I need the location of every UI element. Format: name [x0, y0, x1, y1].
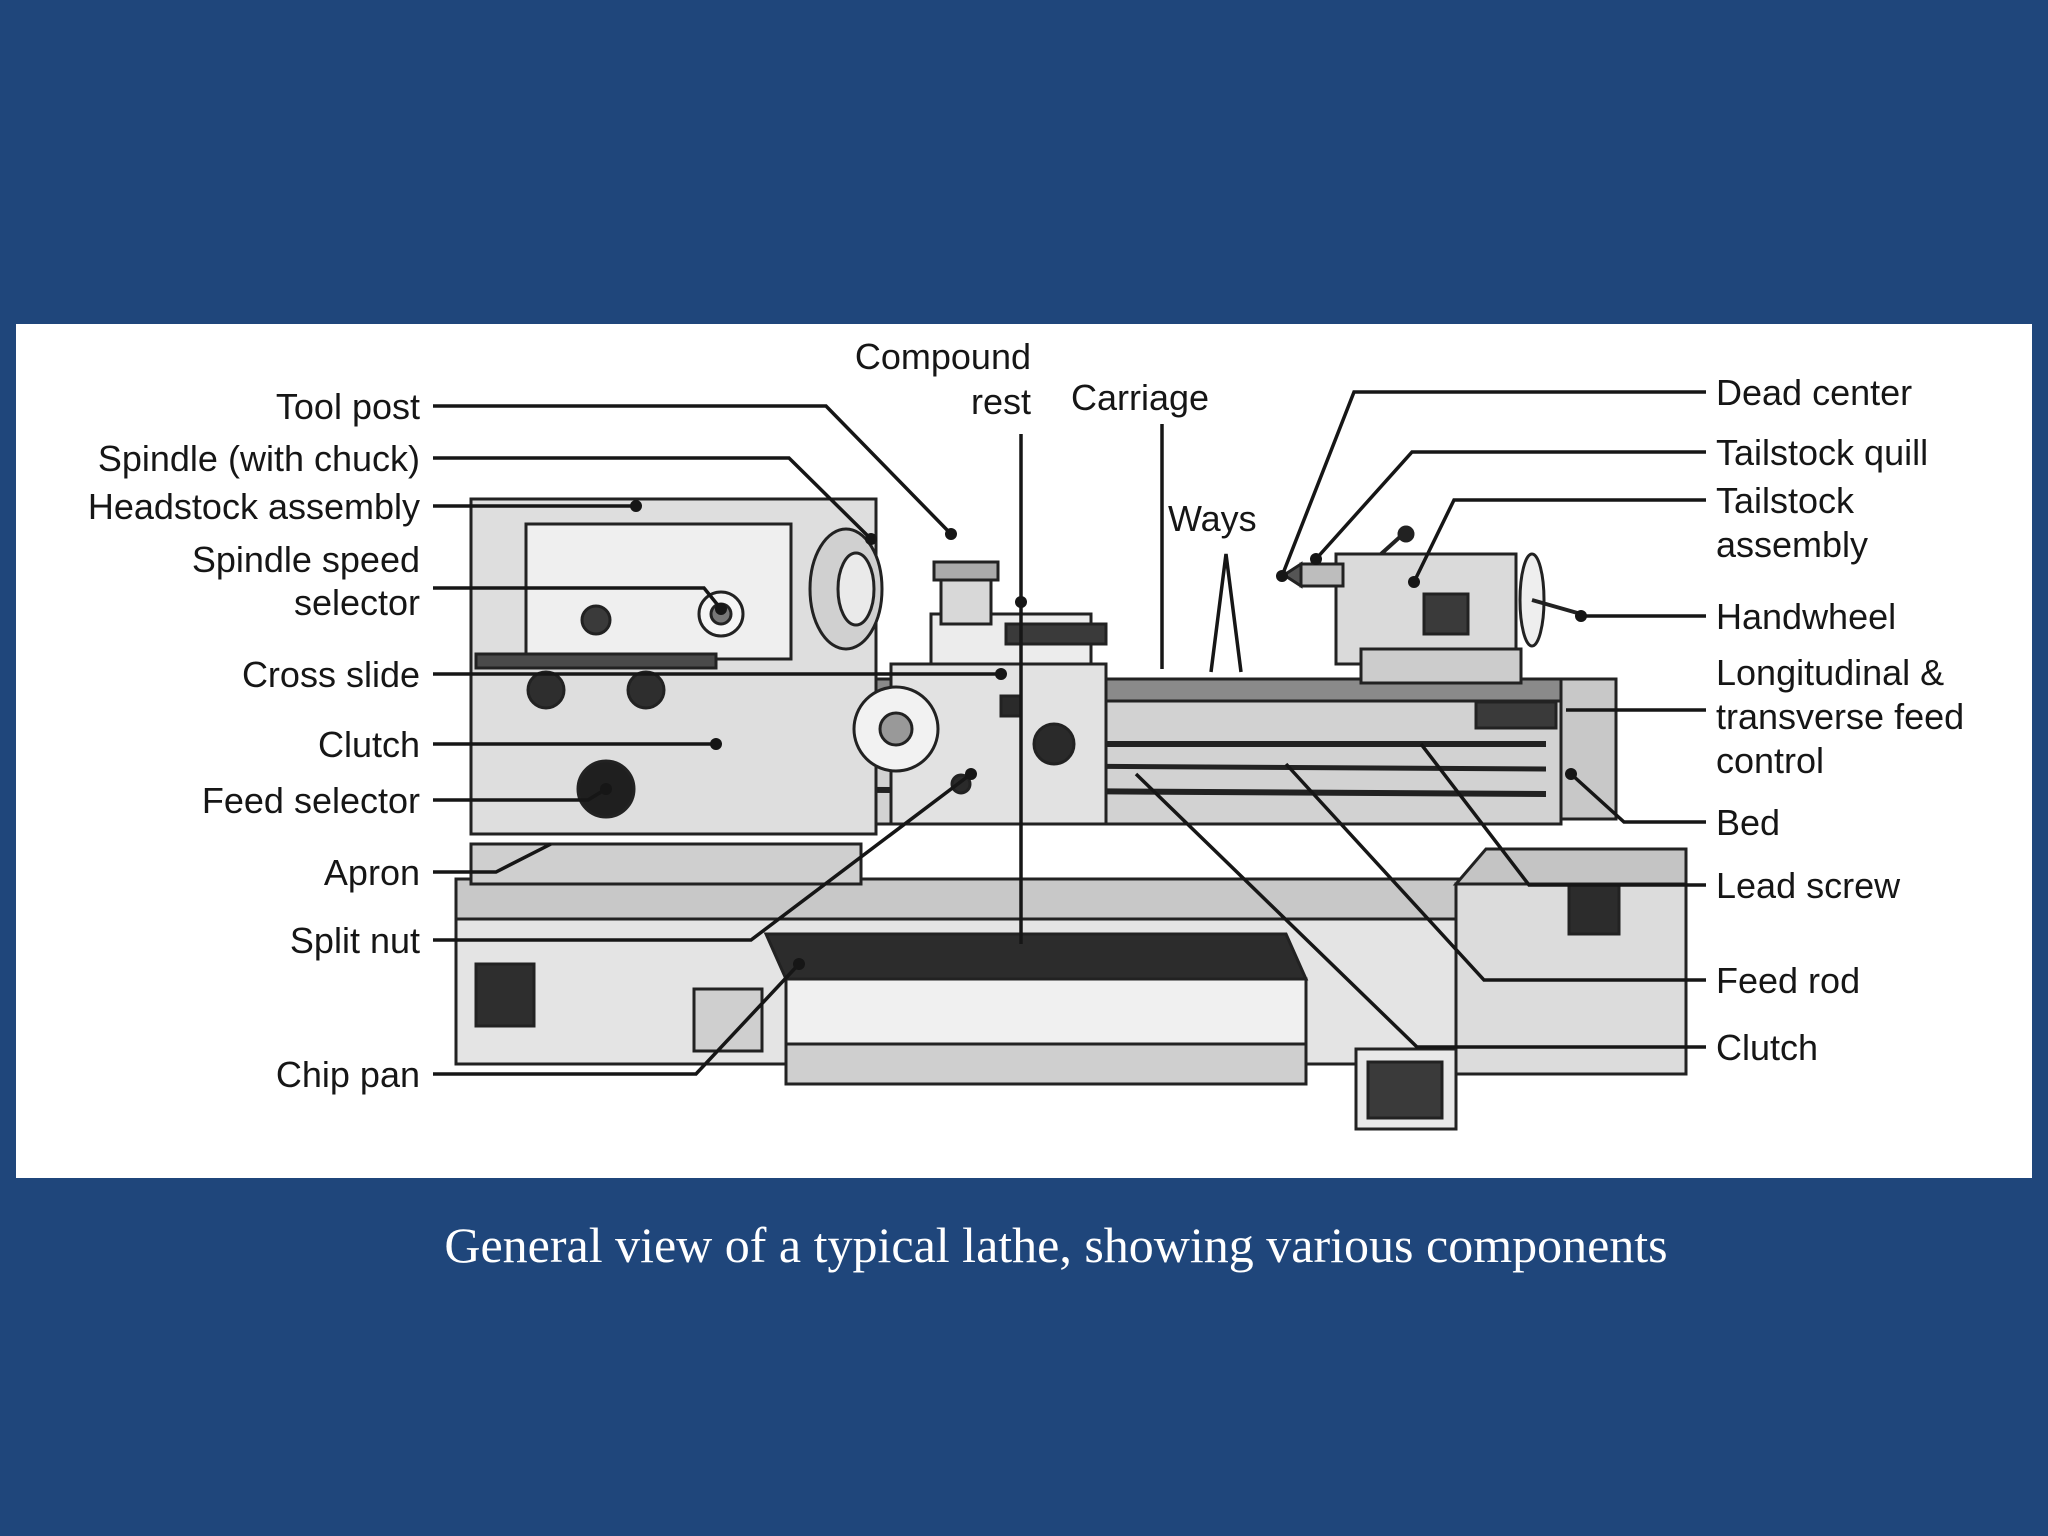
label-apron: Apron: [324, 852, 420, 893]
label-feed-selector: Feed selector: [202, 780, 420, 821]
label-tool-post: Tool post: [276, 386, 420, 427]
leader-dots: [600, 500, 1587, 970]
label-clutch-right: Clutch: [1716, 1027, 1818, 1068]
label-tailstock-assembly-line2: assembly: [1716, 524, 1868, 565]
carriage-apron: [852, 662, 1108, 826]
label-carriage: Carriage: [1071, 377, 1209, 418]
handwheel-graphic: [1518, 552, 1582, 648]
label-chip-pan: Chip pan: [276, 1054, 420, 1095]
leader-lines: [433, 390, 1706, 1076]
label-spindle-speed-line2: selector: [294, 582, 420, 623]
diagram-panel: Tool post Spindle (with chuck) Headstock…: [16, 324, 2032, 1178]
label-clutch-left: Clutch: [318, 724, 420, 765]
label-ways: Ways: [1168, 498, 1257, 539]
labels-top: Compound rest Carriage Ways: [855, 336, 1257, 539]
lathe-diagram: Tool post Spindle (with chuck) Headstock…: [88, 336, 1964, 1131]
headstock: [469, 497, 878, 886]
label-feed-control-line3: control: [1716, 740, 1824, 781]
label-spindle: Spindle (with chuck): [98, 438, 420, 479]
spindle-chuck: [808, 527, 884, 651]
feed-control-box: [1474, 677, 1618, 821]
label-dead-center: Dead center: [1716, 372, 1912, 413]
label-feed-rod: Feed rod: [1716, 960, 1860, 1001]
label-cross-slide: Cross slide: [242, 654, 420, 695]
compound-tool-post: [929, 560, 1108, 666]
right-pedestal: [1452, 847, 1688, 1076]
label-lead-screw: Lead screw: [1716, 865, 1901, 906]
label-headstock-assembly: Headstock assembly: [88, 486, 420, 527]
label-feed-control-line2: transverse feed: [1716, 696, 1964, 737]
label-compound-line1: Compound: [855, 336, 1031, 377]
label-tailstock-assembly-line1: Tailstock: [1716, 480, 1855, 521]
label-spindle-speed-line1: Spindle speed: [192, 539, 420, 580]
tailstock: [1281, 525, 1523, 685]
label-bed: Bed: [1716, 802, 1780, 843]
chip-pan: [763, 932, 1309, 1086]
label-handwheel: Handwheel: [1716, 596, 1896, 637]
label-feed-control-line1: Longitudinal &: [1716, 652, 1944, 693]
labels-right: Dead center Tailstock quill Tailstock as…: [1716, 372, 1964, 1068]
label-tailstock-quill: Tailstock quill: [1716, 432, 1928, 473]
figure-caption: General view of a typical lathe, showing…: [444, 1217, 1668, 1273]
label-split-nut: Split nut: [290, 920, 420, 961]
label-compound-line2: rest: [971, 381, 1031, 422]
labels-left: Tool post Spindle (with chuck) Headstock…: [88, 386, 420, 1095]
lathe-illustration: [454, 497, 1688, 1131]
